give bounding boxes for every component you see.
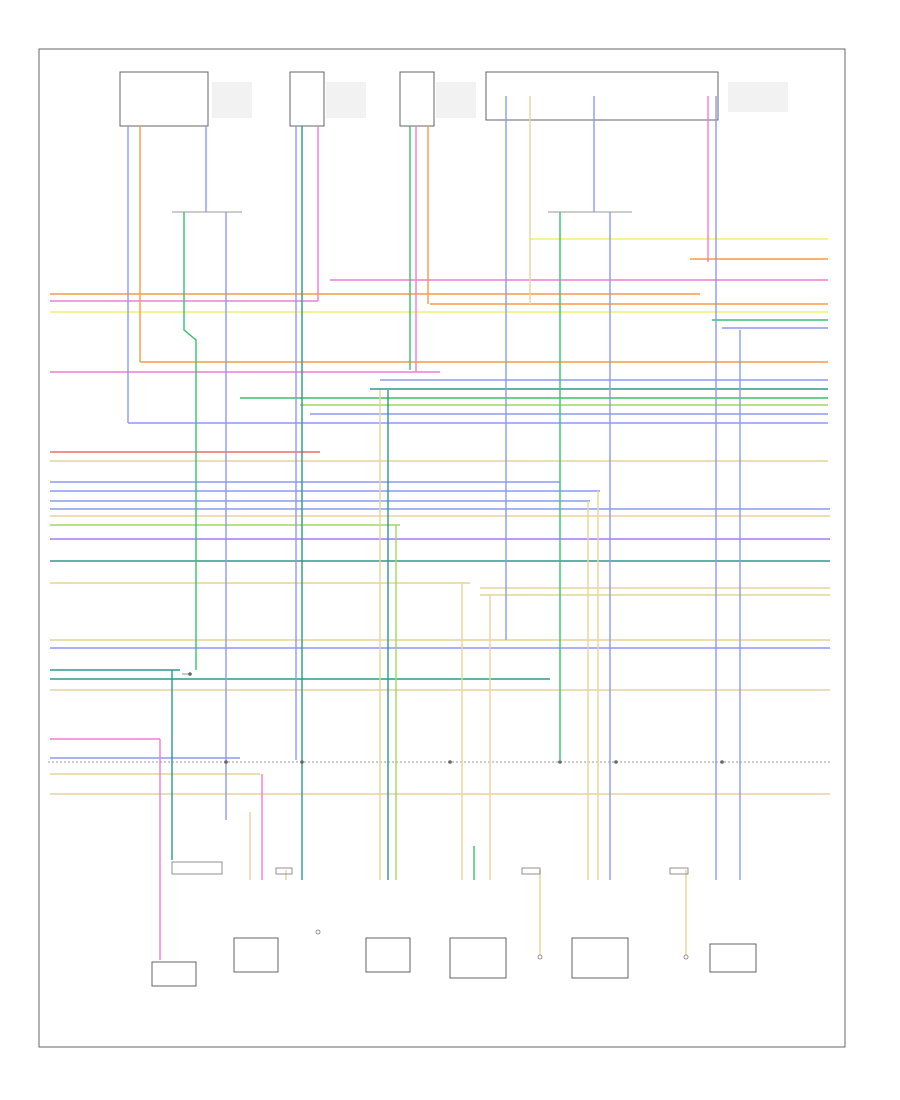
component-bottom-3 [365,937,411,973]
component-box-4 [485,71,719,121]
top-components [119,71,788,127]
vertical-wires [127,96,741,960]
top-box-label-blocks [212,82,788,118]
diagram-frame [38,48,846,1048]
bottom-components [151,861,757,987]
component-bottom-2 [233,937,279,973]
component-box-2 [289,71,325,127]
component-bottom-5 [571,937,629,979]
component-box-3 [399,71,435,127]
horizontal-wires [50,238,830,795]
component-bottom-6 [709,943,757,973]
component-box-1 [119,71,209,127]
component-bottom-1 [151,961,197,987]
splice-points [188,672,724,764]
component-bottom-4 [449,937,507,979]
